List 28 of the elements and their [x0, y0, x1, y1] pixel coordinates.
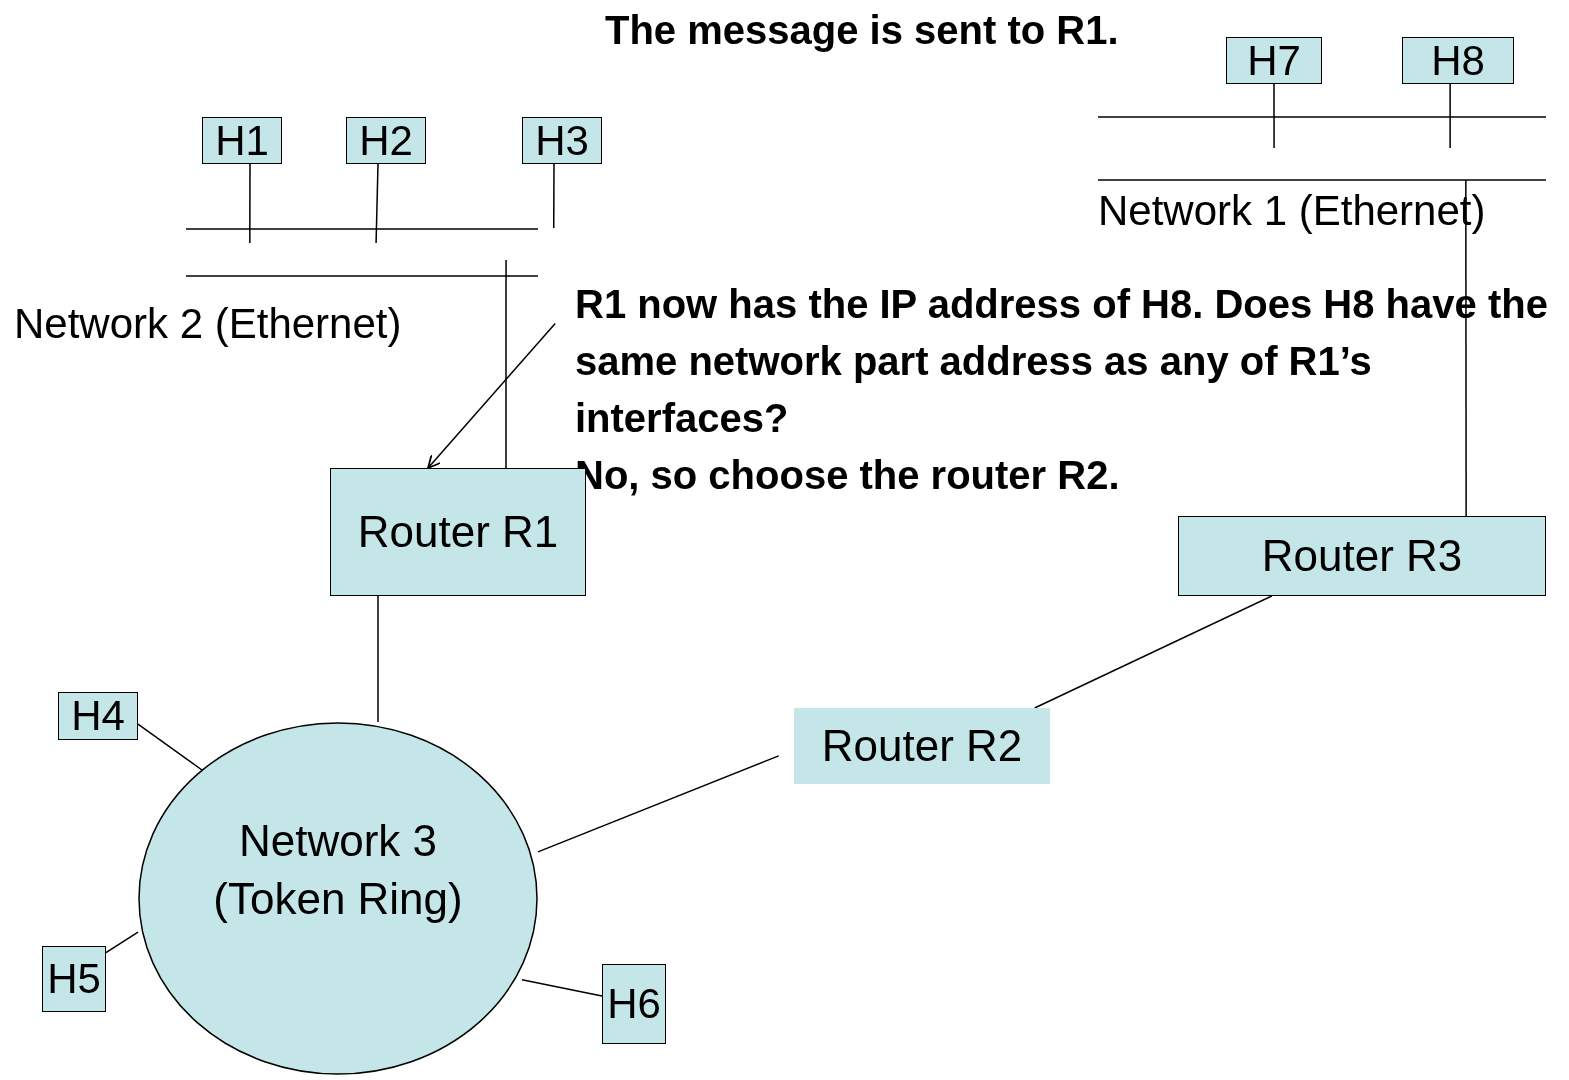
connector-line: [1033, 595, 1273, 709]
connector-line: [521, 978, 603, 997]
network-name: Network 2 (Ethernet): [14, 300, 402, 347]
connector-line: [1465, 179, 1467, 517]
host-box: H4: [58, 692, 138, 740]
host-box: H1: [202, 117, 282, 164]
router-box: Router R2: [794, 708, 1050, 784]
network-name: Network 3 (Token Ring): [213, 816, 463, 923]
host-box: H6: [602, 964, 666, 1044]
connector-line: [105, 931, 139, 954]
connector-line: [537, 755, 780, 853]
connector-line: [375, 163, 379, 244]
connector-line: [1273, 83, 1275, 149]
connector-line: [249, 163, 251, 244]
arrow: [427, 322, 556, 469]
host-box: H7: [1226, 37, 1322, 84]
host-box: H3: [522, 117, 602, 164]
connector-line: [137, 723, 203, 771]
connector-line: [377, 595, 379, 723]
connector-line: [1449, 83, 1451, 149]
router-box: Router R1: [330, 468, 586, 596]
host-box: H8: [1402, 37, 1514, 84]
title: The message is sent to R1.: [605, 7, 1119, 54]
connector-line: [552, 163, 555, 229]
router-box: Router R3: [1178, 516, 1546, 596]
connector-line: [505, 259, 507, 469]
host-box: H2: [346, 117, 426, 164]
host-box: H5: [42, 946, 106, 1012]
